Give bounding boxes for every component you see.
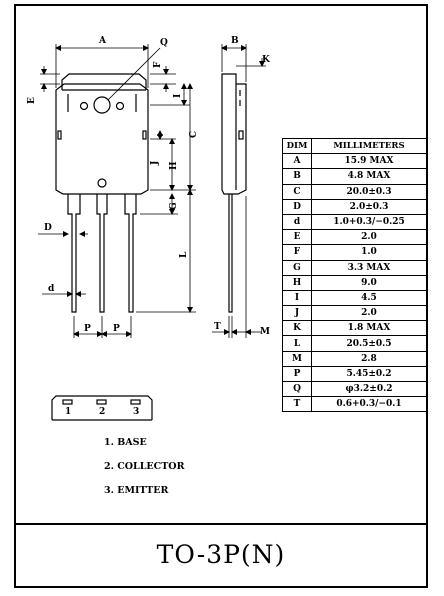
side-body [221,73,247,195]
dim-code: K [282,320,312,337]
front-view [55,73,149,313]
pin-2 [96,194,108,313]
dim-value: 5.45±0.2 [311,365,427,383]
dim-label-M: M [260,327,270,337]
side-view [221,73,247,313]
package-title: TO-3P(N) [156,540,286,569]
dim-label-Q: Q [160,38,168,48]
dim-label-H: H [169,161,179,170]
dim-value: 9.0 [311,274,427,291]
dim-label-J: J [150,161,160,166]
pin-1 [67,194,81,313]
dim-value: 4.5 [311,289,427,307]
pin-legend-collector: 2. COLLECTOR [104,461,185,472]
dim-label-B: B [231,36,239,46]
dim-label-F: F [153,61,163,68]
dim-code: M [282,350,312,367]
dim-code: Q [282,380,312,398]
table-header-dim: DIM [282,137,312,155]
dim-value: φ3.2±0.2 [311,380,427,398]
dim-label-d: d [48,284,55,294]
pin-legend-emitter: 3. EMITTER [104,485,169,496]
dim-value: 2.0±0.3 [311,198,427,215]
side-pin [228,194,233,313]
dim-value: 20.0±0.3 [311,183,427,200]
dim-code: E [282,229,312,246]
dim-label-I: I [173,94,183,98]
dim-label-K: K [262,55,271,65]
dim-label-C: C [189,131,199,138]
dim-code: G [282,259,312,276]
dim-code: d [282,213,312,231]
drawing-frame [14,4,428,588]
table-header-millimeters: MILLIMETERS [311,137,427,155]
package-tab [61,73,147,90]
title-separator [14,523,428,525]
pin-legend-base: 1. BASE [104,437,147,448]
pin-3 [124,194,137,313]
dim-code: B [282,168,312,185]
pin-number-1: 1 [65,407,71,417]
dim-code: P [282,365,312,383]
dim-label-T: T [214,322,221,332]
dim-code: J [282,305,312,322]
pin-marking-diagram [51,395,153,421]
dim-label-L: L [179,251,189,258]
dim-code: A [282,153,312,170]
dim-value: 1.0+0.3/−0.25 [311,213,427,231]
dim-code: I [282,289,312,307]
dim-label-P1: P [84,324,91,334]
dim-value: 2.8 [311,350,427,367]
pin-number-3: 3 [133,407,139,417]
dim-value: 2.0 [311,229,427,246]
dim-value: 0.6+0.3/−0.1 [311,396,427,413]
pin-number-2: 2 [99,407,105,417]
dim-label-D: D [44,223,52,233]
dim-code: T [282,396,312,413]
dim-value: 2.0 [311,305,427,322]
dim-value: 20.5±0.5 [311,335,427,352]
dim-code: H [282,274,312,291]
dim-code: F [282,244,312,261]
dim-label-G: G [169,202,179,210]
mounting-hole [93,96,111,114]
dim-label-P2: P [113,324,120,334]
dim-value: 1.8 MAX [311,320,427,337]
dim-code: C [282,183,312,200]
dim-value: 4.8 MAX [311,168,427,185]
dim-value: 3.3 MAX [311,259,427,276]
dim-label-A: A [98,36,107,46]
dim-code: D [282,198,312,215]
dim-label-E: E [27,97,37,104]
package-body [55,83,149,195]
dim-value: 1.0 [311,244,427,261]
dim-code: L [282,335,312,352]
dim-value: 15.9 MAX [311,153,427,170]
